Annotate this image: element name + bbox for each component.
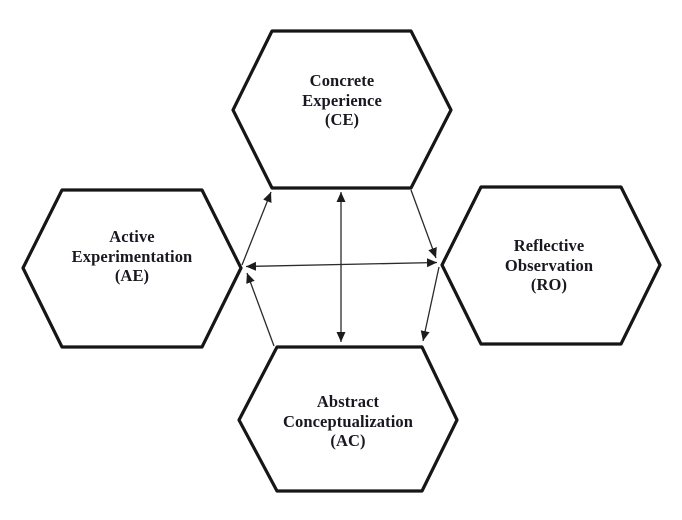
node-label-reflective-observation: Reflective Observation (RO) <box>504 235 594 294</box>
arrow-ae-to-ce <box>241 191 272 266</box>
arrow-ce-to-ro <box>410 189 437 259</box>
hexagon-abstract-conceptualization <box>237 345 459 493</box>
hexagon-reflective-observation <box>440 185 662 346</box>
arrow-ac-to-ae <box>246 272 275 347</box>
node-label-abstract-conceptualization: Abstract Conceptualization (AC) <box>282 391 414 450</box>
node-label-concrete-experience: Concrete Experience (CE) <box>302 70 382 129</box>
node-label-active-experimentation: Active Experimentation (AE) <box>71 226 193 285</box>
arrow-ro-to-ac <box>420 266 440 342</box>
hexagon-active-experimentation <box>21 188 243 349</box>
hexagon-concrete-experience <box>231 29 453 190</box>
arrow-ae-ro-bidirectional <box>245 258 438 271</box>
